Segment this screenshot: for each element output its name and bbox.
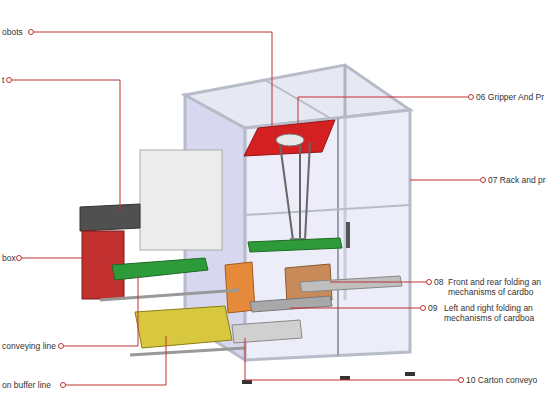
foot bbox=[405, 372, 415, 376]
robot-arm bbox=[299, 144, 301, 240]
top-plate bbox=[80, 204, 140, 231]
base-rail bbox=[100, 290, 240, 300]
side-folding-mechanism bbox=[250, 296, 332, 312]
door-handle bbox=[346, 222, 350, 248]
door-frame bbox=[337, 118, 339, 356]
leader-line bbox=[34, 32, 272, 138]
part-label: 07 Rack and pr bbox=[488, 175, 546, 185]
foot bbox=[242, 380, 252, 384]
leader-line bbox=[330, 282, 426, 283]
part-label: Front and rear folding an mechanisms of … bbox=[448, 277, 556, 297]
rail bbox=[245, 205, 410, 215]
conveying-line bbox=[112, 258, 208, 280]
cabinet bbox=[140, 150, 222, 250]
leader-line bbox=[290, 308, 420, 309]
folding-mechanism bbox=[300, 276, 402, 292]
part-label: conveying line bbox=[2, 341, 56, 351]
callout-dots bbox=[7, 30, 486, 388]
part-label: t bbox=[2, 75, 4, 85]
leader-lines bbox=[12, 32, 480, 385]
leader-line bbox=[22, 258, 118, 259]
gripper-plate bbox=[244, 120, 335, 156]
foot bbox=[340, 376, 350, 380]
robot-arm bbox=[305, 142, 310, 240]
part-label: Left and right folding an mechanisms of … bbox=[444, 303, 552, 323]
part-label: 06 Gripper And Pr bbox=[476, 92, 544, 102]
part-label: obots bbox=[2, 27, 23, 37]
callout-number: 09 bbox=[428, 303, 437, 313]
leader-line bbox=[410, 180, 480, 181]
leader-line bbox=[64, 276, 138, 346]
robot-arm bbox=[280, 144, 293, 240]
leader-line bbox=[298, 97, 468, 128]
inner-conveyor bbox=[248, 238, 342, 252]
leader-line bbox=[245, 338, 458, 380]
buffer-line bbox=[135, 306, 232, 348]
callout-number: 08 bbox=[434, 277, 443, 287]
leader-line bbox=[12, 80, 120, 212]
carton-conveyor bbox=[232, 320, 302, 343]
part-label: on buffer line bbox=[2, 380, 51, 390]
part-label: box bbox=[2, 253, 16, 263]
leader-line bbox=[66, 336, 166, 385]
base-rail bbox=[130, 348, 245, 355]
part-label: 10 Carton conveyo bbox=[466, 375, 537, 385]
